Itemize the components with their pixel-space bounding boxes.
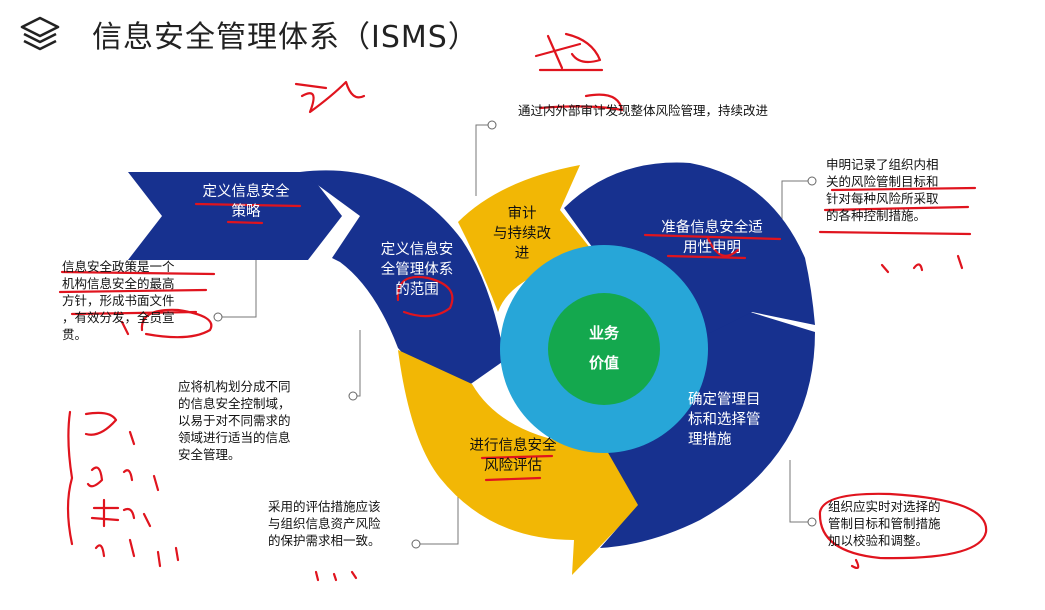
scope-note: 应将机构划分成不同 的信息安全控制域， 以易于对不同需求的 领域进行适当的信息 … xyxy=(178,379,291,462)
control-note: 组织应实时对选择的 管制目标和管制措施 加以校验和调整。 xyxy=(828,499,941,548)
handwritten-annotations xyxy=(58,32,988,582)
core-label: 业务 价值 xyxy=(588,324,619,372)
stage-audit-label: 审计 与持续改 进 xyxy=(493,206,551,262)
stage-policy-shape xyxy=(128,172,342,260)
audit-note-connector xyxy=(475,124,492,196)
policy-note: 信息安全政策是一个 机构信息安全的最高 方针，形成书面文件 ，有效分发，全员宣 … xyxy=(62,259,175,342)
stage-soa-label: 准备信息安全适 用性申明 xyxy=(661,220,763,256)
layers-icon xyxy=(20,16,60,51)
stage-scope-shape xyxy=(300,170,505,402)
stage-assess-shape xyxy=(398,350,645,575)
scope-note-connector xyxy=(353,330,361,397)
page-title: 信息安全管理体系（ISMS） xyxy=(92,20,479,55)
stage-control-shape xyxy=(595,312,815,548)
stage-soa-shape xyxy=(564,162,815,333)
soa-note-connector xyxy=(781,180,812,228)
core-center xyxy=(548,293,660,405)
stage-audit-shape xyxy=(458,165,598,312)
stage-assess-label: 进行信息安全 风险评估 xyxy=(469,438,557,474)
stage-control-label: 确定管理目 标和选择管 理措施 xyxy=(688,392,761,448)
control-note-connector xyxy=(789,460,812,523)
assess-note: 采用的评估措施应该 与组织信息资产风险 的保护需求相一致。 xyxy=(268,499,381,548)
stage-policy-label: 定义信息安全 策略 xyxy=(202,184,290,220)
stage-scope-label: 定义信息安 全管理体系 的范围 xyxy=(380,242,454,298)
audit-note: 通过内外部审计发现整体风险管理，持续改进 xyxy=(518,103,769,118)
assess-note-connector xyxy=(416,478,459,545)
soa-note: 申明记录了组织内相 关的风险管制目标和 针对每种风险所采取 的各种控制措施。 xyxy=(826,157,939,223)
policy-note-connector xyxy=(218,260,257,318)
